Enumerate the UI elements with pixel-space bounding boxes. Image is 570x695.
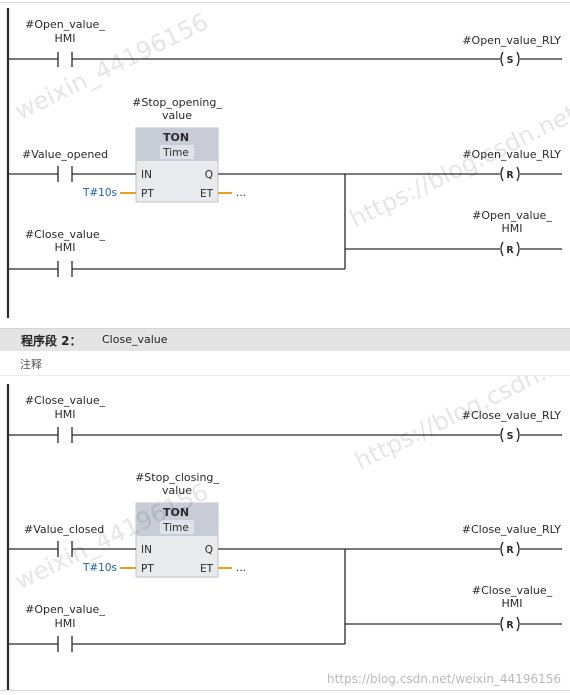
n1-r1-contact-label-2: HMI [54,32,75,45]
n1-r1-coil-label: #Open_value_RLY [462,34,561,47]
n2-r2-branch-label-2: HMI [54,617,75,630]
n2-r1-coil-set[interactable]: S [500,427,520,443]
n2-r2-coil2-label-2: HMI [501,597,522,610]
n2-r2-contact-label: #Value_closed [24,523,104,536]
n2-r2-coil1-letter: R [506,545,514,556]
n1-rung1: #Open_value_ HMI #Open_value_RLY S [8,18,562,67]
n1-pt-value[interactable]: T#10s [82,187,117,199]
n2-ton-block[interactable]: TON Time IN PT Q ET [135,502,219,578]
n1-ton-type: TON [163,131,189,144]
n1-ton-in: IN [141,169,152,181]
n1-r2-branch-label-2: HMI [54,241,75,254]
n2-r2-timer-instance-1: #Stop_closing_ [135,471,219,484]
n1-r2-contact-no[interactable] [57,166,73,182]
n1-ton-pt: PT [141,188,154,200]
n1-r2-timer-instance-2: value [162,109,192,122]
n2-rung1: #Close_value_ HMI #Close_value_RLY S [8,394,562,443]
n2-r2-coil2-label-1: #Close_value_ [472,584,553,597]
n1-r2-coil2-reset[interactable]: R [500,241,520,257]
network-comment[interactable]: 注释 [0,351,570,376]
n2-et-value[interactable]: ... [236,562,246,574]
n1-r2-coil1-reset[interactable]: R [500,166,520,182]
n2-r2-coil2-letter: R [506,620,514,631]
n2-r1-contact-label-1: #Close_value_ [25,394,106,407]
n1-ton-et: ET [200,188,214,200]
network-comment-text[interactable]: 注释 [20,358,42,371]
n1-r2-coil2-label-1: #Open_value_ [472,209,552,222]
n1-r1-contact-label-1: #Open_value_ [25,18,105,31]
n2-ton-q: Q [205,544,213,556]
n1-r1-coil-letter: S [507,55,514,66]
n2-r2-branch-label-1: #Open_value_ [25,603,105,616]
n1-r2-timer-instance-1: #Stop_opening_ [132,96,222,109]
n1-r1-coil-set[interactable]: S [500,51,520,67]
n1-r2-branch-label-1: #Close_value_ [25,228,106,241]
n2-ton-type: TON [163,506,189,519]
n1-r2-coil1-label: #Open_value_RLY [462,148,561,161]
watermark-bottom: https://blog.csdn.net/weixin_44196156 [327,672,561,686]
n1-rung2: #Stop_opening_ value TON Time IN PT Q ET… [8,96,562,277]
n2-r2-coil1-label: #Close_value_RLY [462,523,562,536]
network-number: 程序段 2： [21,334,82,348]
n2-r2-timer-instance-2: value [162,484,192,497]
n2-r1-coil-label: #Close_value_RLY [462,409,562,422]
n1-et-value[interactable]: ... [236,187,246,199]
n2-ton-et: ET [200,563,214,575]
n2-ton-pt: PT [141,563,154,575]
n1-r2-branch-contact-no[interactable] [57,261,73,277]
n2-r2-branch-contact-no[interactable] [57,636,73,652]
n2-r1-contact-no[interactable] [57,427,73,443]
n1-ton-q: Q [205,169,213,181]
n2-r2-coil1-reset[interactable]: R [500,541,520,557]
n1-ton-block[interactable]: TON Time IN PT Q ET [135,127,219,203]
n1-r2-coil2-letter: R [506,245,514,256]
network-header[interactable]: 程序段 2： Close_value [0,328,570,351]
network-title[interactable]: Close_value [102,333,168,346]
n2-r1-coil-letter: S [507,431,514,442]
top-border [0,2,570,3]
bottom-border [0,690,570,691]
n2-ton-in: IN [141,544,152,556]
n1-r2-contact-label: #Value_opened [22,148,108,161]
n1-ton-subtype: Time [162,147,189,159]
n2-rung2: #Stop_closing_ value TON Time IN PT Q ET… [8,471,562,652]
n1-r2-coil2-label-2: HMI [501,222,522,235]
n2-r1-contact-label-2: HMI [54,408,75,421]
n2-r2-coil2-reset[interactable]: R [500,616,520,632]
n1-r1-contact-no[interactable] [57,52,73,67]
n2-ton-subtype: Time [162,522,189,534]
n2-pt-value[interactable]: T#10s [82,562,117,574]
n1-r2-coil1-letter: R [506,170,514,181]
